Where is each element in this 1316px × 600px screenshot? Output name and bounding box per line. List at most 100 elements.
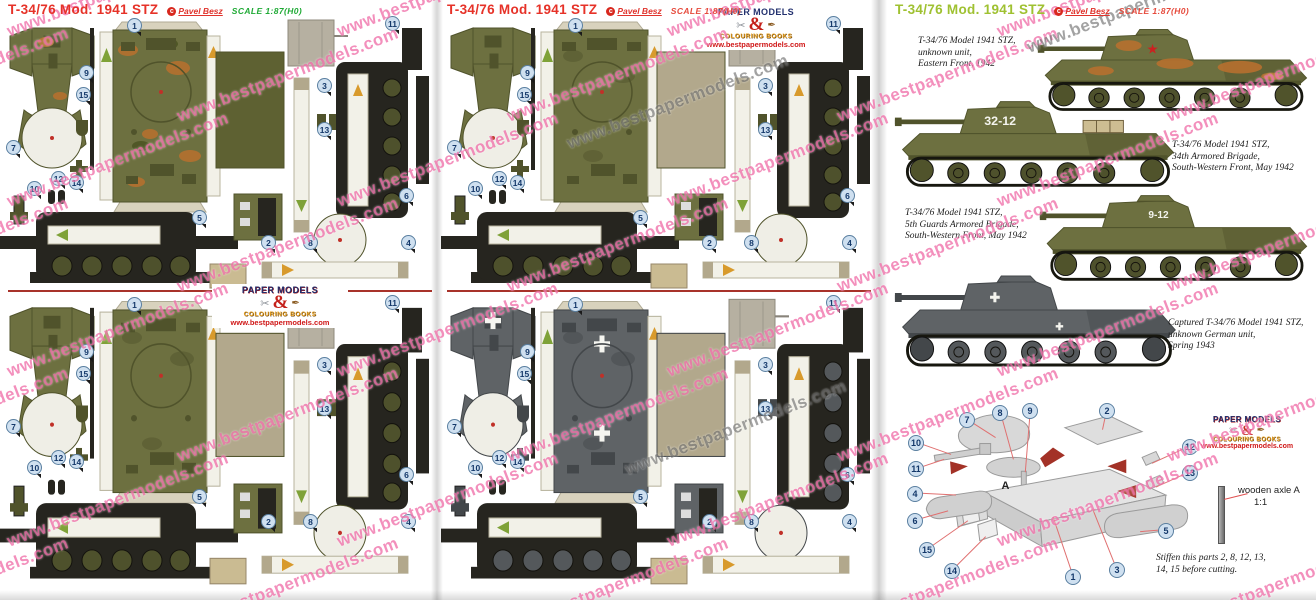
- part-number-badge: 4: [401, 235, 416, 250]
- caption-line: T-34/76 Model 1941 STZ,: [1172, 140, 1270, 150]
- assembly-callout-badge: 14: [944, 563, 960, 579]
- part-number-badge: 12: [51, 171, 66, 186]
- copyright-icon: c: [606, 7, 616, 16]
- divider-line: [447, 290, 871, 292]
- logo-ampersand: &: [272, 292, 289, 313]
- part-number-badge: 14: [510, 454, 525, 469]
- publisher-logo: PAPER MODELS ✂&✒ COLOURING BOOKS www.bes…: [212, 284, 348, 328]
- assembly-callout-badge: 3: [1109, 562, 1125, 578]
- tank-profile-1: ★: [1036, 24, 1314, 114]
- author-name: Pavel Besz: [178, 6, 223, 16]
- assembly-callout-badge: 9: [1022, 403, 1038, 419]
- assembly-callout-badge: 7: [959, 412, 975, 428]
- part-number-badge: 7: [6, 419, 21, 434]
- part-number-badge: 6: [840, 188, 855, 203]
- part-number-badge: 10: [468, 181, 483, 196]
- part-number-badge: 15: [517, 87, 532, 102]
- logo-url: www.bestpapermodels.com: [706, 40, 806, 49]
- part-small-13: [1145, 474, 1165, 490]
- part-number-badge: 8: [303, 235, 318, 250]
- logo-title: PAPER MODELS: [241, 285, 319, 295]
- publisher-logo: PAPER MODELS ✂&✒ COLOURING BOOKS www.bes…: [1196, 414, 1298, 451]
- part-number-badge: 14: [69, 175, 84, 190]
- part-track-left: [925, 490, 993, 520]
- part-number-badge: 11: [385, 16, 400, 31]
- assembly-callout-badge: 15: [919, 542, 935, 558]
- caption-line: South-Western Front, May 1942: [905, 231, 1027, 241]
- part-number-badge: 5: [192, 210, 207, 225]
- logo-subtitle: COLOURING BOOKS: [1213, 437, 1281, 443]
- logo-ampersand: &: [1241, 422, 1254, 439]
- part-number-badge: 6: [399, 188, 414, 203]
- note-line: Stiffen this parts 2, 8, 12, 13,: [1156, 553, 1266, 563]
- turret-marking: 9-12: [1148, 210, 1169, 221]
- part-number-badge: 5: [633, 210, 648, 225]
- part-number-badge: 8: [303, 514, 318, 529]
- part-number-badge: 4: [842, 235, 857, 250]
- scale-label: SCALE 1:87(H0): [231, 6, 303, 16]
- tank-caption-1: T-34/76 Model 1941 STZ, unknown unit, Ea…: [918, 36, 1032, 71]
- assembly-callout-badge: 5: [1158, 523, 1174, 539]
- tank-profile-2: 32-12: [893, 96, 1181, 190]
- assembly-callout-badge: 1: [1065, 569, 1081, 585]
- brush-icon: ✒: [1256, 425, 1266, 436]
- wooden-axle-bar: [1218, 486, 1225, 544]
- caption-line: unknown German unit,: [1168, 329, 1256, 340]
- part-number-badge: 9: [520, 344, 535, 359]
- part-number-badge: 4: [842, 514, 857, 529]
- caption-line: 5th Guards Armored Brigade,: [905, 219, 1019, 230]
- author-name: Pavel Besz: [1065, 6, 1110, 16]
- part-number-badge: 5: [633, 489, 648, 504]
- tank-profile-4: ✚✚: [893, 270, 1183, 370]
- logo-title: PAPER MODELS: [1212, 415, 1282, 424]
- logo-ampersand: &: [748, 14, 765, 35]
- assembly-callout-badge: 8: [992, 405, 1008, 421]
- assembly-callout-badge: 10: [908, 435, 924, 451]
- part-number-badge: 9: [79, 344, 94, 359]
- assembly-label-a: A: [1002, 480, 1010, 492]
- turret-marking: ✚: [1055, 322, 1064, 333]
- part-number-badge: 8: [744, 235, 759, 250]
- copyright-icon: c: [1054, 7, 1064, 16]
- turret-marking: 32-12: [984, 114, 1016, 128]
- part-turret-ring: [986, 456, 1041, 478]
- part-number-badge: 15: [517, 366, 532, 381]
- part-number-badge: 6: [840, 467, 855, 482]
- logo-title: PAPER MODELS: [717, 7, 795, 17]
- part-number-badge: 3: [758, 78, 773, 93]
- part-number-badge: 13: [317, 401, 332, 416]
- scissors-icon: ✂: [260, 297, 270, 310]
- caption-line: Spring 1943: [1168, 341, 1215, 351]
- part-number-badge: 3: [317, 78, 332, 93]
- logo-url: www.bestpapermodels.com: [230, 318, 330, 327]
- part-number-badge: 10: [27, 181, 42, 196]
- part-number-badge: 13: [317, 122, 332, 137]
- part-number-badge: 10: [468, 460, 483, 475]
- part-number-badge: 2: [702, 514, 717, 529]
- part-number-badge: 12: [492, 171, 507, 186]
- brush-icon: ✒: [767, 19, 776, 31]
- caption-line: T-34/76 Model 1941 STZ,: [918, 36, 1016, 46]
- part-number-badge: 2: [702, 235, 717, 250]
- part-number-badge: 1: [568, 18, 583, 33]
- caption-line: 34th Armored Brigade,: [1172, 151, 1260, 162]
- tank-caption-4: Captured T-34/76 Model 1941 STZ, unknown…: [1168, 318, 1316, 353]
- part-number-badge: 1: [127, 297, 142, 312]
- part-number-badge: 14: [510, 175, 525, 190]
- caption-line: Eastern Front, 1942: [918, 59, 995, 69]
- part-number-badge: 13: [758, 401, 773, 416]
- page-title: T-34/76 Mod. 1941 STZ: [895, 2, 1046, 17]
- assembly-exploded-view: A: [916, 410, 1189, 576]
- part-number-badge: 10: [27, 460, 42, 475]
- part-number-badge: 5: [192, 489, 207, 504]
- caption-line: South-Western Front, May 1942: [1172, 163, 1294, 173]
- tank-caption-3: T-34/76 Model 1941 STZ, 5th Guards Armor…: [905, 208, 1057, 243]
- author-name: Pavel Besz: [617, 6, 662, 16]
- logo-subtitle: COLOURING BOOKS: [719, 33, 793, 40]
- note-line: 14, 15 before cutting.: [1156, 565, 1238, 575]
